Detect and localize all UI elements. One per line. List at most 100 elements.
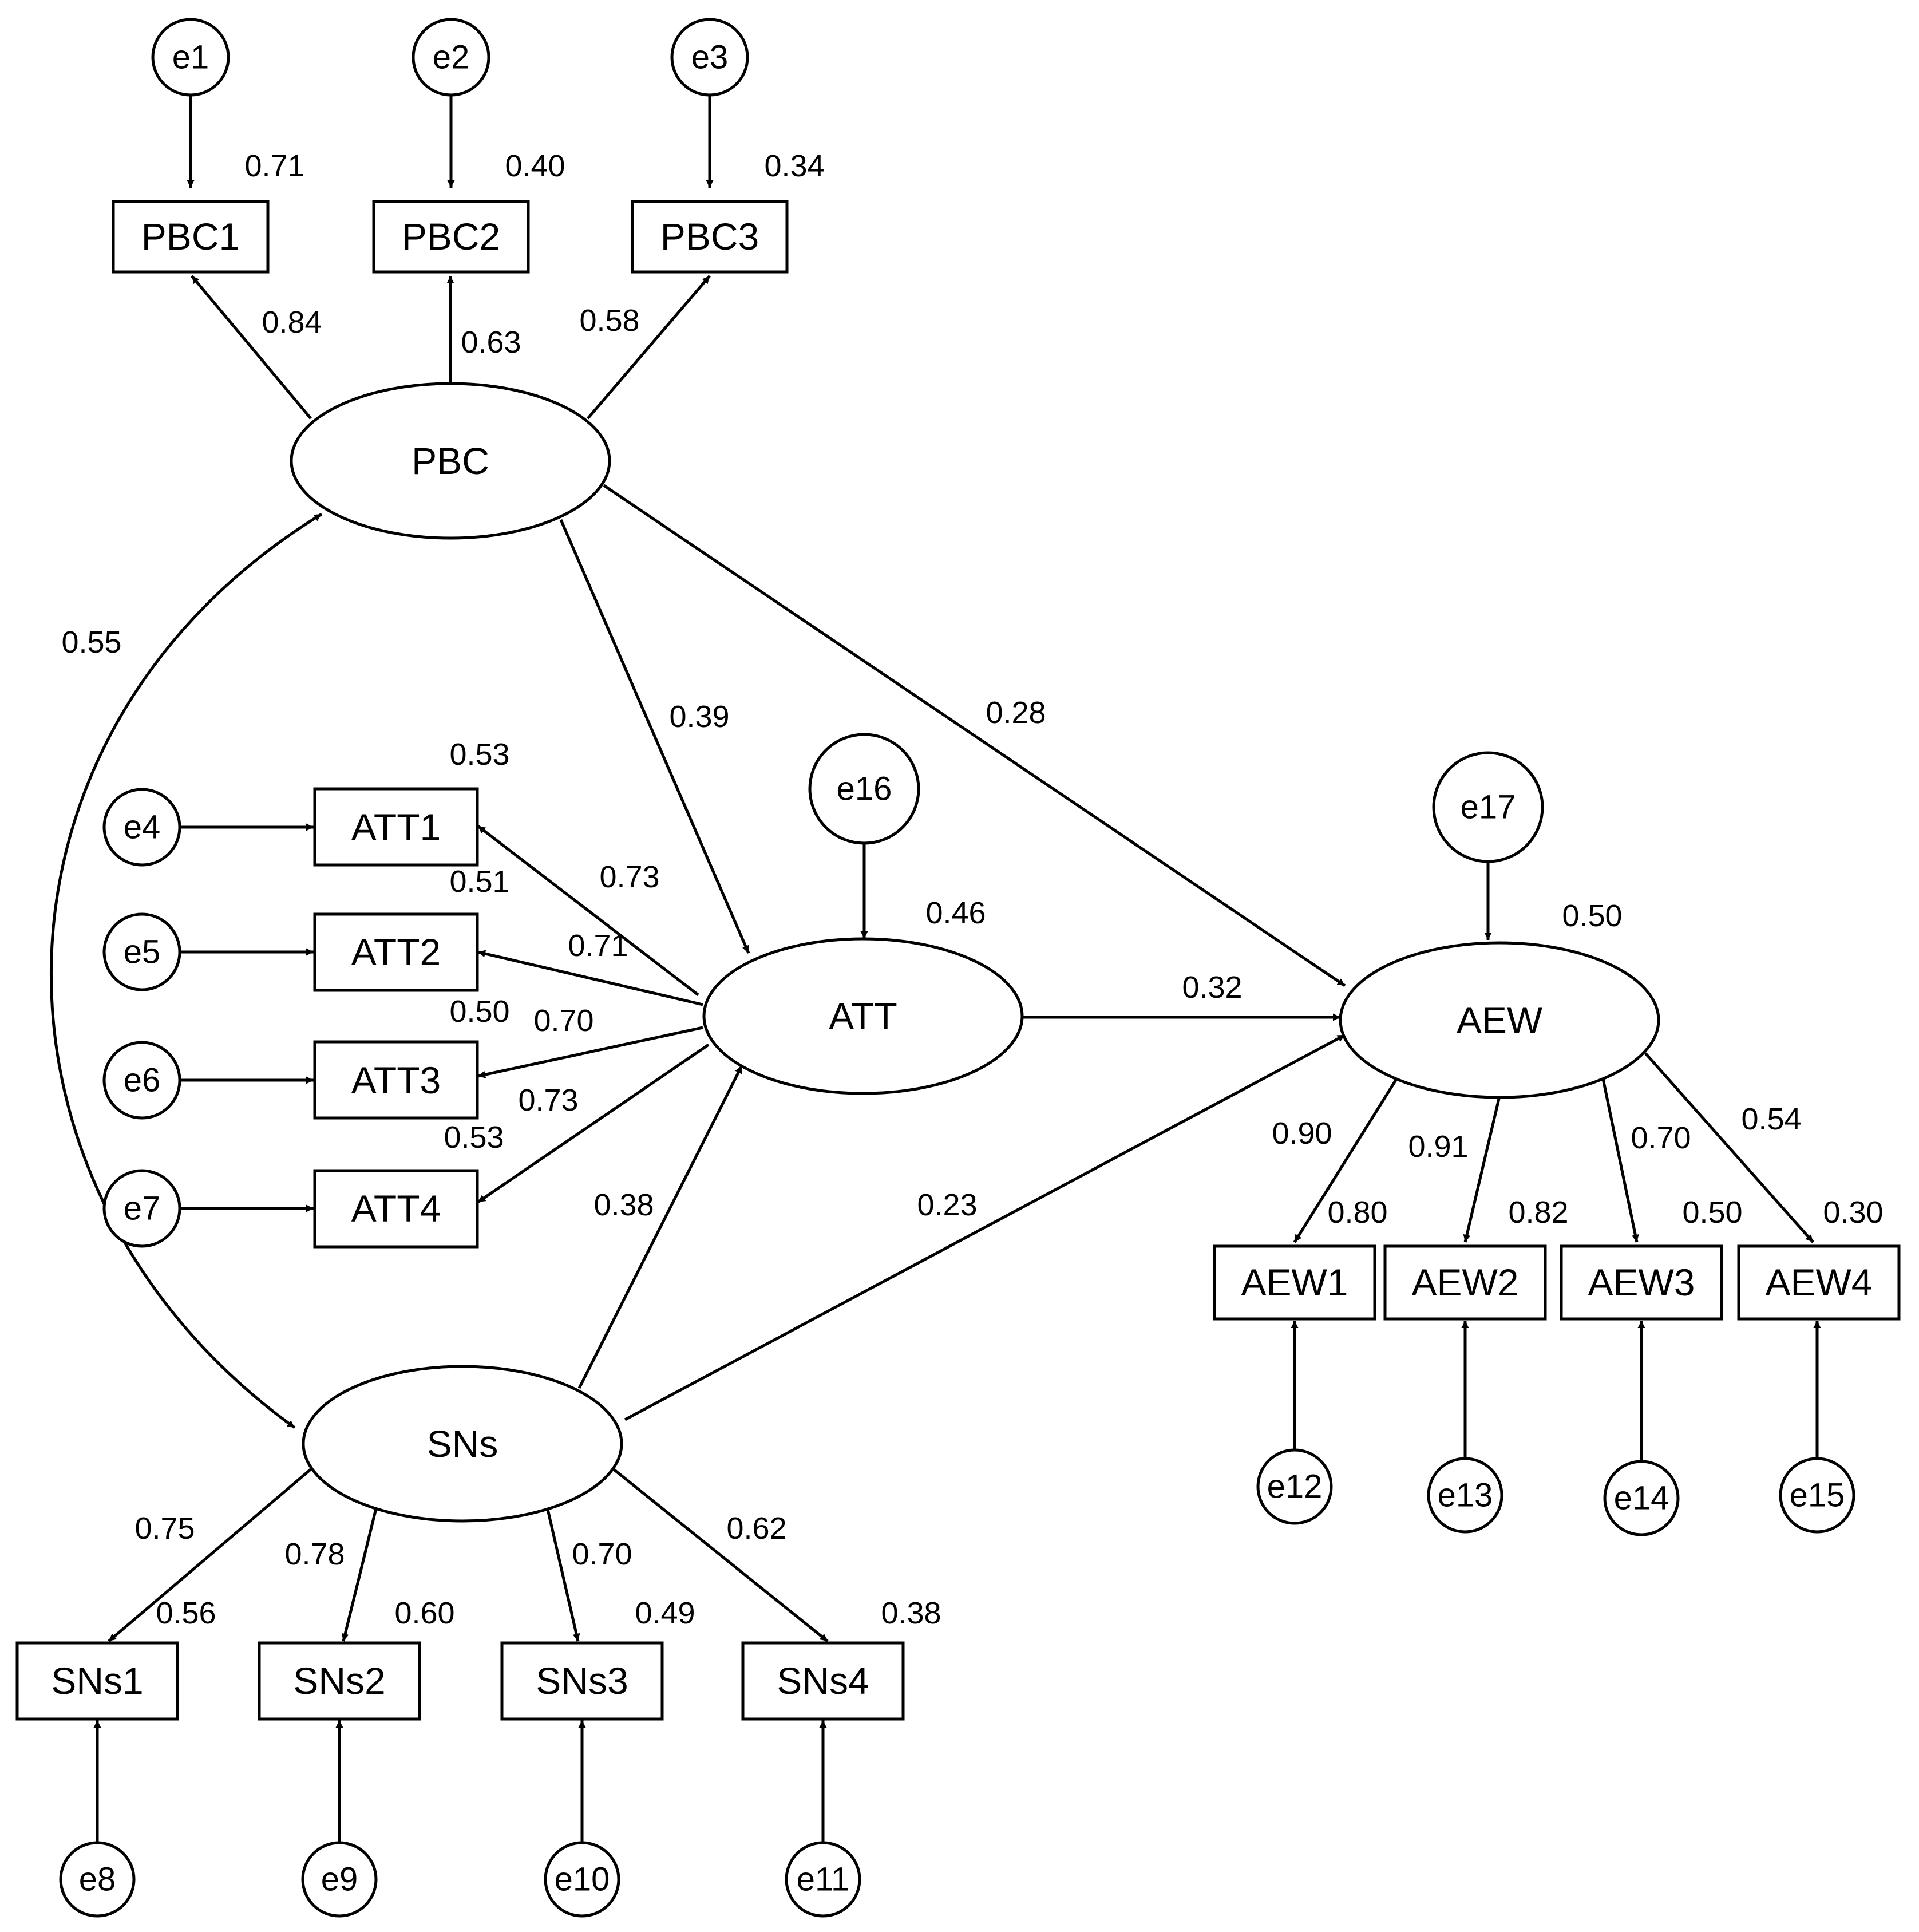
loading-sns-sns4: 0.62 xyxy=(726,1511,786,1546)
indicator-att3: ATT3 xyxy=(313,1040,479,1120)
arrow-pbc-aew xyxy=(603,484,1346,987)
r2-pbc2: 0.40 xyxy=(505,149,565,183)
r2-att2: 0.51 xyxy=(449,864,509,899)
indicator-att2-label: ATT2 xyxy=(351,931,441,973)
arrow-pbc-att xyxy=(559,519,750,954)
error-e7-label: e7 xyxy=(124,1190,161,1227)
indicator-att4: ATT4 xyxy=(313,1169,479,1249)
error-e2: e2 xyxy=(412,18,490,97)
loading-aew-aew2: 0.91 xyxy=(1408,1129,1468,1164)
indicator-aew4-label: AEW4 xyxy=(1765,1261,1872,1303)
error-e12-label: e12 xyxy=(1267,1468,1323,1506)
indicator-sns4-label: SNs4 xyxy=(777,1660,869,1702)
error-e3: e3 xyxy=(670,18,749,97)
indicator-sns2-label: SNs2 xyxy=(293,1660,385,1702)
latent-pbc: PBC xyxy=(290,382,611,540)
error-e14-label: e14 xyxy=(1614,1480,1669,1517)
error-e5: e5 xyxy=(102,912,181,991)
indicator-aew4: AEW4 xyxy=(1737,1244,1901,1321)
path-pbc-aew-label: 0.28 xyxy=(986,696,1046,730)
error-e16: e16 xyxy=(808,733,920,845)
indicator-aew3-label: AEW3 xyxy=(1588,1261,1695,1303)
error-e11-label: e11 xyxy=(797,1861,849,1898)
loading-att-att3: 0.70 xyxy=(533,1003,593,1038)
indicator-sns1-label: SNs1 xyxy=(51,1660,143,1702)
error-e9-label: e9 xyxy=(321,1861,358,1898)
error-e8: e8 xyxy=(59,1841,136,1918)
indicator-att1: ATT1 xyxy=(313,787,479,867)
indicator-aew3: AEW3 xyxy=(1560,1244,1723,1321)
indicator-att1-label: ATT1 xyxy=(351,806,441,848)
r2-aew2: 0.82 xyxy=(1508,1195,1568,1230)
r2-att1: 0.53 xyxy=(449,737,509,772)
arrow-aew-aew3 xyxy=(1601,1076,1639,1243)
error-e7: e7 xyxy=(102,1169,181,1248)
path-sns-att-label: 0.38 xyxy=(593,1188,654,1222)
arrow-sns-aew xyxy=(624,1033,1346,1421)
r2-pbc3: 0.34 xyxy=(764,149,824,183)
latent-sns: SNs xyxy=(302,1365,623,1523)
error-e15: e15 xyxy=(1779,1457,1855,1534)
arrow-sns-sns3 xyxy=(543,1496,580,1642)
error-e2-label: e2 xyxy=(433,39,470,76)
indicator-pbc1: PBC1 xyxy=(112,200,270,274)
r2-sns4: 0.38 xyxy=(881,1596,941,1630)
r2-sns2: 0.60 xyxy=(394,1596,454,1630)
indicator-att4-label: ATT4 xyxy=(351,1187,441,1230)
path-sns-aew-label: 0.23 xyxy=(917,1188,977,1222)
error-e8-label: e8 xyxy=(79,1861,116,1898)
error-e11: e11 xyxy=(785,1841,861,1918)
loading-pbc-pbc3: 0.58 xyxy=(579,303,639,338)
error-e1: e1 xyxy=(151,18,230,97)
error-e6-label: e6 xyxy=(124,1062,161,1099)
error-e9: e9 xyxy=(301,1841,378,1918)
latent-aew-label: AEW xyxy=(1457,999,1543,1041)
arrow-pbc-pbc1 xyxy=(191,275,312,420)
indicators-layer: PBC1 PBC2 PBC3 ATT1 ATT2 ATT3 ATT4 AE xyxy=(15,200,1901,1721)
r2-sns1: 0.56 xyxy=(156,1596,216,1630)
path-pbc-att-label: 0.39 xyxy=(669,700,729,734)
arrow-sns-sns2 xyxy=(341,1496,381,1642)
error-e12: e12 xyxy=(1256,1448,1333,1525)
error-e17-label: e17 xyxy=(1461,789,1516,826)
arrow-aew-aew1 xyxy=(1293,1078,1398,1243)
indicator-sns1: SNs1 xyxy=(15,1641,179,1721)
indicator-sns2: SNs2 xyxy=(258,1641,421,1721)
arrow-sns-sns1 xyxy=(108,1467,313,1642)
indicator-pbc2: PBC2 xyxy=(372,200,530,274)
covariance-pbc-sns-label: 0.55 xyxy=(61,625,121,659)
covariance-pbc-sns xyxy=(50,512,323,1429)
loading-sns-sns3: 0.70 xyxy=(572,1537,632,1571)
latent-sns-label: SNs xyxy=(427,1423,498,1465)
coefficients-layer: 0.71 0.40 0.34 0.84 0.63 0.58 0.55 0.39 … xyxy=(61,149,1883,1630)
indicator-sns4: SNs4 xyxy=(741,1641,905,1721)
loading-sns-sns1: 0.75 xyxy=(134,1511,195,1546)
arrow-att-att3 xyxy=(477,1026,703,1078)
errors-layer: e1 e2 e3 e4 e5 e6 e7 e8 e9 e10 e11 e12 e… xyxy=(59,18,1855,1918)
loading-aew-aew1: 0.90 xyxy=(1272,1116,1332,1151)
loading-pbc-pbc2: 0.63 xyxy=(461,325,521,359)
r2-pbc1: 0.71 xyxy=(244,149,304,183)
arrow-sns-sns4 xyxy=(611,1467,829,1642)
arrow-sns-att xyxy=(577,1065,743,1389)
error-e14: e14 xyxy=(1603,1460,1680,1536)
indicator-aew2-label: AEW2 xyxy=(1411,1261,1518,1303)
r2-att4: 0.53 xyxy=(444,1120,504,1155)
arrow-aew-aew4 xyxy=(1644,1052,1814,1243)
indicator-sns3-label: SNs3 xyxy=(536,1660,628,1702)
error-e13-label: e13 xyxy=(1438,1477,1493,1514)
error-e5-label: e5 xyxy=(124,934,161,971)
error-e17: e17 xyxy=(1432,751,1544,863)
latent-aew: AEW xyxy=(1339,941,1660,1099)
latent-att-label: ATT xyxy=(829,995,897,1037)
latent-att: ATT xyxy=(702,937,1024,1095)
indicator-aew1: AEW1 xyxy=(1213,1244,1376,1321)
latent-pbc-label: PBC xyxy=(412,440,489,482)
arrow-att-att2 xyxy=(477,950,703,1006)
error-e6: e6 xyxy=(102,1041,181,1120)
loading-sns-sns2: 0.78 xyxy=(284,1537,345,1571)
indicator-aew1-label: AEW1 xyxy=(1241,1261,1348,1303)
r2-aew4: 0.30 xyxy=(1823,1195,1883,1230)
r2-att: 0.46 xyxy=(925,896,986,930)
